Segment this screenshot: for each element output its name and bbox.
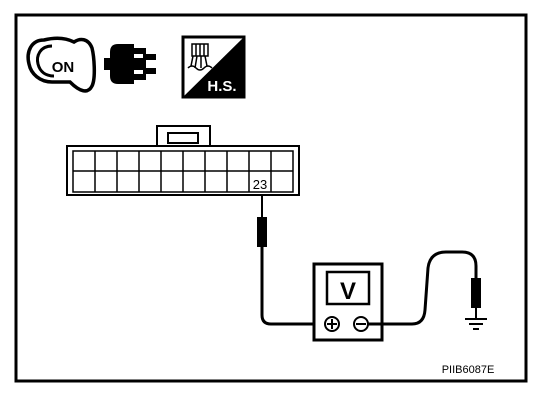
voltmeter-display xyxy=(325,270,371,306)
ground-icon xyxy=(465,318,487,330)
ignition-on-icon: ON xyxy=(26,36,97,93)
voltmeter-label: V xyxy=(340,278,356,305)
positive-probe xyxy=(257,196,327,326)
harness-side-label: H.S. xyxy=(207,78,236,95)
connector-glyph-icon xyxy=(187,43,213,71)
harness-side-icon: H.S. xyxy=(181,35,246,99)
terminal-23-label: 23 xyxy=(253,177,267,192)
harness-connector: 23 xyxy=(66,125,300,196)
ignition-on-label: ON xyxy=(52,59,75,76)
figure-id: PIIB6087E xyxy=(442,364,495,376)
diagram-frame xyxy=(14,13,528,383)
connector-disconnect-icon xyxy=(104,44,156,84)
positive-terminal-icon xyxy=(324,316,340,332)
negative-terminal-icon xyxy=(353,316,369,332)
negative-probe xyxy=(368,250,481,326)
voltmeter: V xyxy=(312,262,384,342)
